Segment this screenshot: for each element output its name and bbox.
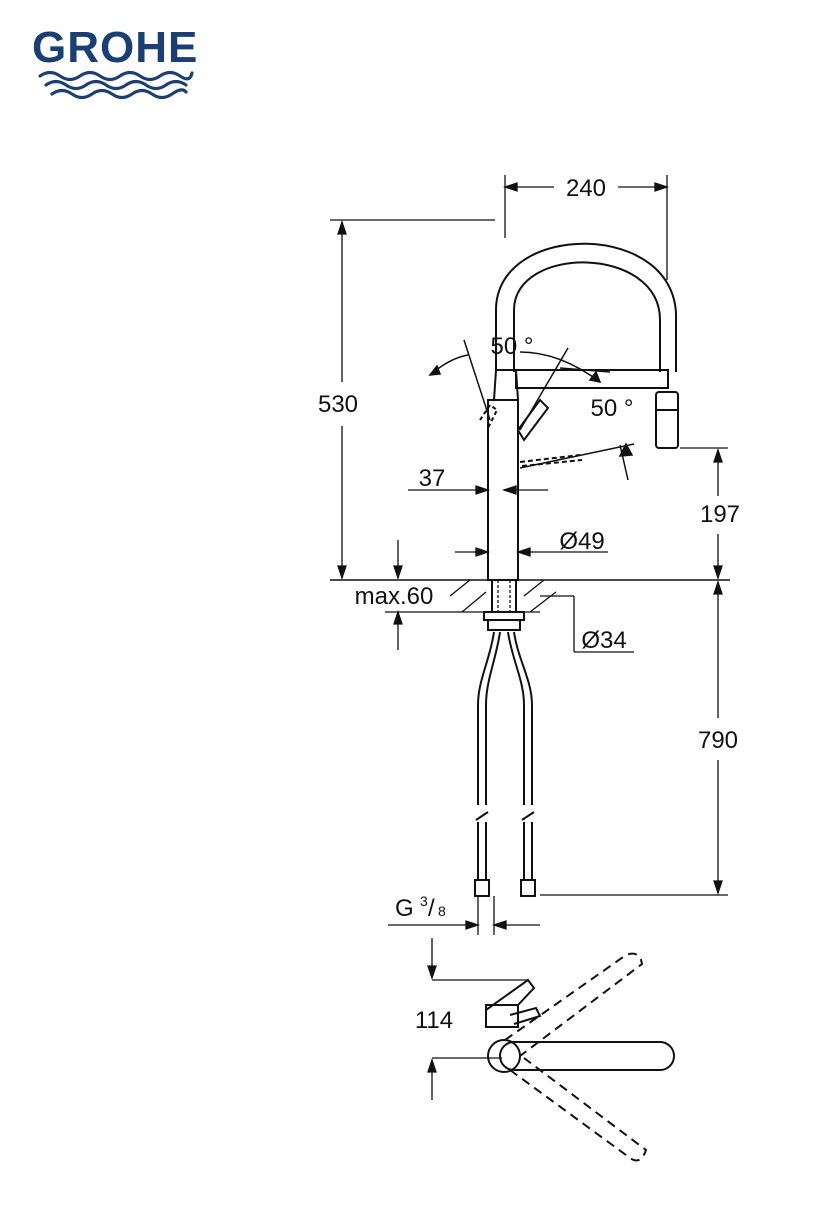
label-diameter-34: Ø34 [581, 627, 626, 654]
arrow-g-left-icon [465, 920, 481, 930]
deck-mounting [449, 579, 557, 631]
plan-swivel-lower [509, 1057, 648, 1162]
arrow-240-right-icon [654, 182, 670, 192]
plan-lever-2 [509, 1006, 542, 1025]
hatch-2 [461, 591, 487, 613]
arrow-60-bottom-icon [393, 609, 403, 625]
lever-angle-arrow-icon [618, 442, 634, 457]
angle-leader [559, 367, 611, 373]
label-240: 240 [566, 175, 606, 202]
arrow-37-left-icon [475, 485, 491, 495]
label-diameter-49: Ø49 [559, 528, 604, 555]
spout-arch-outer [495, 242, 678, 372]
label-thread-num: 3 [420, 893, 428, 909]
brand-logo-text: GROHE [32, 23, 198, 72]
spray-head [655, 391, 679, 449]
grohe-logo: GROHE [32, 23, 198, 100]
angle-indicators [428, 339, 635, 481]
arrow-37-right-icon [501, 485, 517, 495]
dimension-lines [330, 175, 730, 1100]
arc-arrow-right-icon [588, 370, 602, 384]
label-thread-g: G [395, 895, 414, 922]
arrow-240-left-icon [502, 182, 518, 192]
arrow-60-top-icon [393, 565, 403, 581]
arc-arrow-left-icon [428, 364, 442, 376]
break-mark-left [475, 811, 489, 821]
label-114: 114 [415, 1007, 453, 1034]
plan-view [485, 952, 675, 1162]
plan-body [485, 1004, 519, 1028]
lever-angle-line [519, 443, 635, 469]
hose-left-outer [477, 631, 495, 805]
lever-position-right [519, 454, 581, 463]
arrow-197-top-icon [713, 447, 723, 463]
hose-fitting-left [474, 879, 490, 897]
lever-position-left [479, 403, 499, 429]
mounting-shank [491, 579, 517, 613]
angle-ray-left [463, 339, 491, 421]
label-thread-den: 8 [438, 903, 446, 919]
mounting-nut [483, 611, 525, 621]
arrow-114-bottom-icon [427, 1057, 437, 1073]
hose-right-outer [513, 631, 533, 805]
arrow-49-left-icon [475, 547, 491, 557]
arrow-790-bottom-icon [713, 880, 723, 896]
hatch-4 [529, 591, 557, 613]
arrow-530-bottom-icon [337, 565, 347, 581]
label-thread-slash: / [428, 895, 435, 922]
arrow-530-top-icon [337, 219, 347, 235]
label-37: 37 [419, 465, 446, 492]
label-angle-2: 50 ° [591, 395, 634, 422]
supply-hoses [474, 631, 536, 897]
spout-arch-inner [513, 261, 661, 372]
hose-fitting-right [520, 879, 536, 897]
angle-ray-right [519, 347, 569, 431]
label-max-60: max.60 [355, 583, 434, 610]
faucet-neck [493, 369, 519, 401]
label-197: 197 [700, 501, 740, 528]
hose-left-inner [485, 631, 501, 805]
arrow-g-right-icon [491, 920, 507, 930]
plan-swivel-upper [504, 952, 644, 1057]
lever-angle-arrow [619, 444, 629, 481]
arrow-790-top-icon [713, 579, 723, 595]
plan-base [487, 1039, 521, 1073]
label-530: 530 [318, 391, 358, 418]
hose-right-inner [507, 631, 525, 805]
dimension-labels: 240 530 50 ° 50 ° 37 197 Ø49 max.60 Ø34 … [318, 175, 740, 1034]
arrow-114-top-icon [427, 965, 437, 981]
break-mark-right [521, 811, 535, 821]
plan-lever [485, 978, 536, 1011]
label-790: 790 [698, 727, 738, 754]
plan-spout [499, 1041, 675, 1071]
hatch-3 [523, 579, 545, 597]
lever [516, 398, 550, 442]
mounting-washer [487, 619, 521, 631]
wave-logo-icon [38, 70, 194, 100]
arrow-49-right-icon [515, 547, 531, 557]
label-angle-1: 50 ° [491, 333, 534, 360]
hatch-1 [449, 579, 471, 597]
arrow-197-bottom-icon [713, 565, 723, 581]
